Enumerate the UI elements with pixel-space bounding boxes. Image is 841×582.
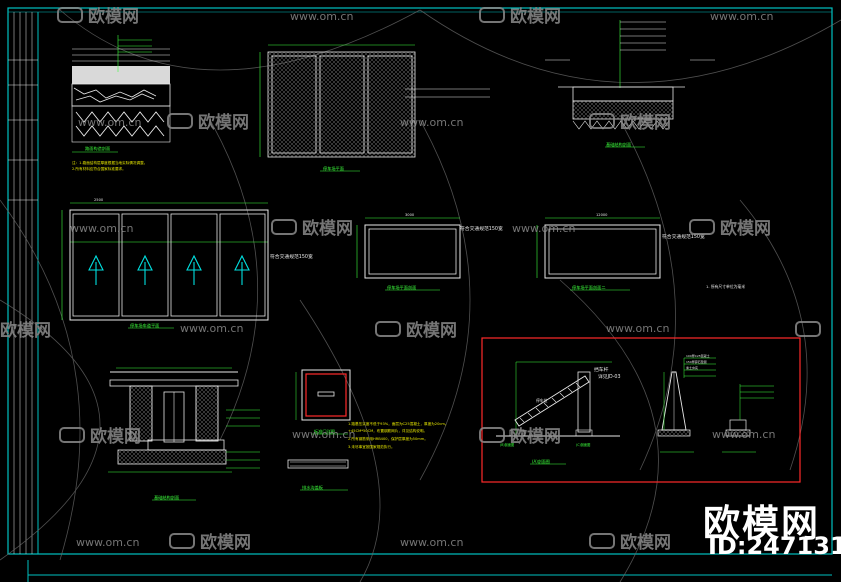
watermark-brand: 欧模网 <box>620 532 671 553</box>
svg-text:1.路基压实度不低于93%，面层为C25混凝土，厚度为20c: 1.路基压实度不低于93%，面层为C25混凝土，厚度为20cm。 <box>348 421 448 426</box>
svg-text:3.未尽事宜按国家规范执行。: 3.未尽事宜按国家规范执行。 <box>348 444 395 449</box>
watermark-8 <box>795 321 821 337</box>
watermark-6: 欧模网 <box>689 218 771 239</box>
watermark-brand: 欧模网 <box>88 6 139 27</box>
plan-title: 停车场平面 <box>323 165 344 172</box>
door-detail: 标准门详图 排水沟盖板 <box>287 369 351 491</box>
small-plan-2-title: 停车场平面剖面二 <box>572 284 606 291</box>
watermark-4: 欧模网 <box>589 112 671 133</box>
watermark-brand: 欧模网 <box>198 112 249 133</box>
title-strip <box>8 12 38 554</box>
small-plan-1-title: 停车场平面剖面 <box>387 284 416 291</box>
legend-1: 100厚C25混凝土 <box>686 353 710 358</box>
watermark-brand: 欧模网 <box>510 426 561 447</box>
watermark-site: www.om.cn <box>606 322 669 335</box>
grating-title: 排水沟盖板 <box>302 484 324 491</box>
lane-arrows <box>88 254 250 285</box>
watermark-layer: 欧模网 www.om.cn 欧模网 www.om.cn www.om.cn 欧模… <box>0 6 821 553</box>
lane-note: 符合交通规范150宽 <box>270 253 313 260</box>
watermark-site: www.om.cn <box>292 428 355 441</box>
small-plan-2-dim: 12000 <box>596 213 608 217</box>
watermark-brand: 欧模网 <box>510 6 561 27</box>
lane-dim-label: 2500 <box>94 198 104 202</box>
watermark-id: ID:2471314 <box>708 532 841 560</box>
column-section-title: 基础结构剖面 <box>154 494 179 501</box>
ramp-code: 详见JD-03 <box>598 373 621 380</box>
lane-plan-title: 停车场车道平面 <box>130 322 159 329</box>
paving-section: 路面构造剖面 注：1.路面结构层厚度根据当地实际情况调整。 2.所有材料应符合国… <box>71 35 171 171</box>
small-plan-2: 12000 符合交通规范150宽 停车场平面剖面二 1. 所有尺寸单位为毫米 <box>536 213 745 291</box>
paving-section-title: 路面构造剖面 <box>85 145 110 152</box>
lane-plan: 2500 符合交通规范150宽 停车场车道平面 <box>61 198 313 329</box>
watermark-10: 欧模网 <box>479 426 561 447</box>
small-plan-1: 3000 符合交通规范150宽 停车场平面剖面 <box>356 213 503 291</box>
ramp-detail-c: (C)剖面图 <box>576 442 590 447</box>
watermark-brand: 欧模网 <box>406 320 457 341</box>
watermark-brand: 欧模网 <box>620 112 671 133</box>
watermark-site: www.om.cn <box>290 10 353 23</box>
watermark-site: www.om.cn <box>180 322 243 335</box>
base-section-title: 基础结构剖面 <box>606 141 631 148</box>
legend-3: 素土夯实 <box>686 365 698 370</box>
watermark-brand: 欧模网 <box>720 218 771 239</box>
watermark-11: 欧模网 <box>169 532 251 553</box>
watermark-brand: 欧模网 <box>0 320 51 341</box>
small-plan-1-note: 符合交通规范150宽 <box>460 225 503 232</box>
legend-2: 150厚碎石垫层 <box>686 359 707 364</box>
svg-text:+45CM*50CM，布置钢筋网片，详见结构说明。: +45CM*50CM，布置钢筋网片，详见结构说明。 <box>348 428 427 433</box>
ramp-detail-box: 挡车杆 详见JD-03 停车位 (A)剖面图 (B)剖面图 (C)剖面图 100… <box>481 337 801 483</box>
watermark-site: www.om.cn <box>78 116 141 129</box>
ramp-label: 停车位 <box>536 398 548 403</box>
notes-block: 1.路基压实度不低于93%，面层为C25混凝土，厚度为20cm。 +45CM*5… <box>348 421 448 449</box>
ramp-detail-b: (B)剖面图 <box>500 442 514 447</box>
watermark-7: 欧模网 <box>375 320 457 341</box>
drawing-frame <box>7 7 833 582</box>
svg-text:2.所有钢筋采用HRB400，保护层厚度为50mm。: 2.所有钢筋采用HRB400，保护层厚度为50mm。 <box>348 436 428 441</box>
watermark-12: 欧模网 <box>589 532 671 553</box>
watermark-5: 欧模网 <box>271 218 353 239</box>
small-plan-2-note: 符合交通规范150宽 <box>662 233 705 240</box>
svg-text:2.所有材料应符合国家标准要求。: 2.所有材料应符合国家标准要求。 <box>72 166 126 171</box>
watermark-brand: 欧模网 <box>200 532 251 553</box>
watermark-brand: 欧模网 <box>302 218 353 239</box>
watermark-site: www.om.cn <box>710 10 773 23</box>
watermark-site: www.om.cn <box>712 428 775 441</box>
watermark-3: 欧模网 <box>167 112 249 133</box>
door-detail-title: 标准门详图 <box>314 428 335 435</box>
watermark-arcs <box>0 9 841 582</box>
watermark-site: www.om.cn <box>400 116 463 129</box>
watermark-site: www.om.cn <box>76 536 139 549</box>
watermark-site: www.om.cn <box>400 536 463 549</box>
side-note: 1. 所有尺寸单位为毫米 <box>706 284 745 289</box>
parking-plan-hatched: 停车场平面 <box>259 44 490 172</box>
ramp-title: 挡车杆 <box>594 366 609 373</box>
watermark-brand: 欧模网 <box>90 426 141 447</box>
watermark-site: www.om.cn <box>70 222 133 235</box>
watermark-site: www.om.cn <box>512 222 575 235</box>
ramp-detail-a: (A)剖面图 <box>532 458 550 464</box>
column-section: 基础结构剖面 <box>108 367 260 501</box>
small-plan-1-dim: 3000 <box>405 213 415 217</box>
watermark-brand-large: 欧模网 <box>703 502 820 545</box>
svg-text:注：1.路面结构层厚度根据当地实际情况调整。: 注：1.路面结构层厚度根据当地实际情况调整。 <box>72 160 147 165</box>
watermark-9: 欧模网 <box>59 426 141 447</box>
watermark-2: 欧模网 <box>479 6 561 27</box>
watermark-1: 欧模网 <box>57 6 139 27</box>
